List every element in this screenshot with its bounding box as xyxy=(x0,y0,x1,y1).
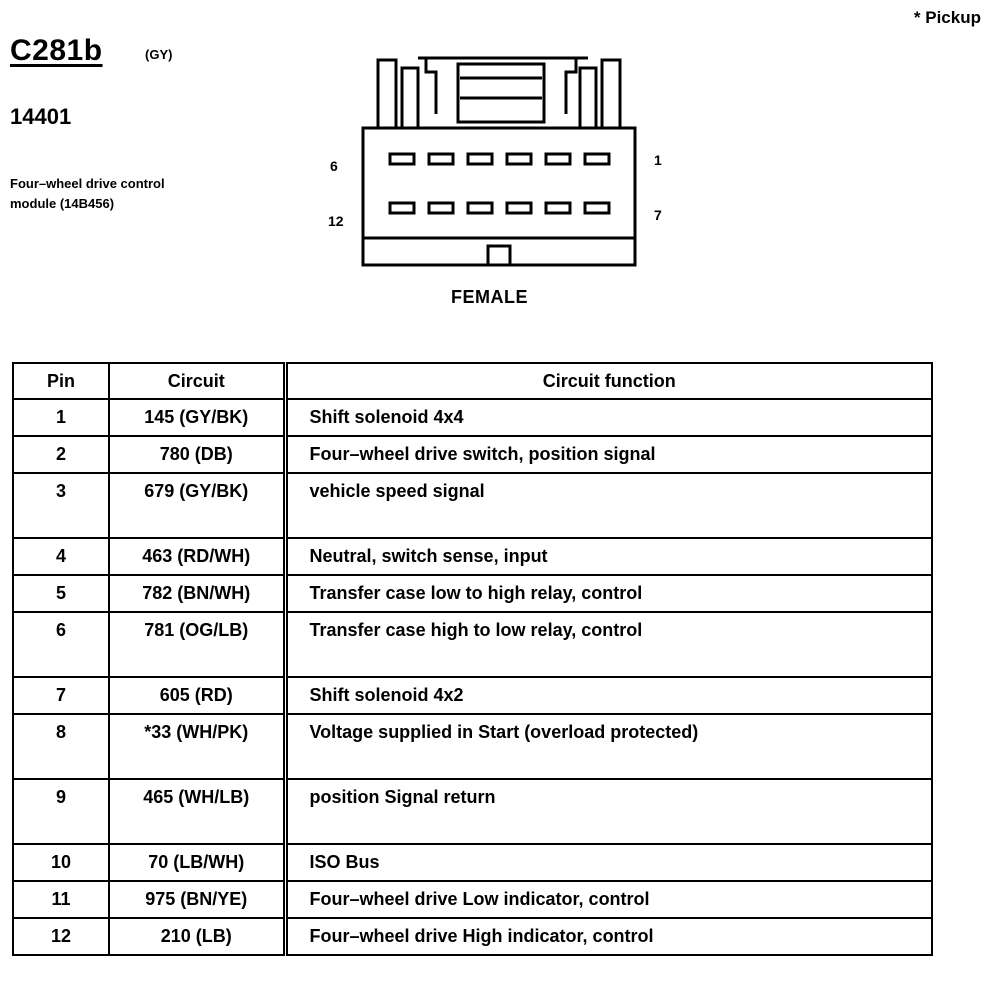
header-circuit: Circuit xyxy=(108,362,288,400)
function-cell: Four–wheel drive High indicator, control xyxy=(284,917,933,956)
pickup-note: * Pickup xyxy=(913,8,981,27)
header-pin: Pin xyxy=(12,362,110,400)
pin-cell: 4 xyxy=(12,537,110,576)
function-cell: Four–wheel drive Low indicator, control xyxy=(284,880,933,919)
circuit-cell: 781 (OG/LB) xyxy=(108,611,288,678)
circuit-cell: 782 (BN/WH) xyxy=(108,574,288,613)
pin-label-7: 7 xyxy=(654,207,662,223)
cavity-row-bottom xyxy=(388,201,611,215)
circuit-cell: 463 (RD/WH) xyxy=(108,537,288,576)
pin-cell: 7 xyxy=(12,676,110,715)
pin-cell: 2 xyxy=(12,435,110,474)
pin-cell: 6 xyxy=(12,611,110,678)
description-line-1: Four–wheel drive control xyxy=(10,176,165,191)
function-cell: vehicle speed signal xyxy=(284,472,933,539)
part-number: 14401 xyxy=(10,104,72,129)
pin-cell: 5 xyxy=(12,574,110,613)
circuit-cell: 210 (LB) xyxy=(108,917,288,956)
pin-cell: 9 xyxy=(12,778,110,845)
circuit-cell: 465 (WH/LB) xyxy=(108,778,288,845)
circuit-cell: 70 (LB/WH) xyxy=(108,843,288,882)
circuit-cell: 780 (DB) xyxy=(108,435,288,474)
function-cell: position Signal return xyxy=(284,778,933,845)
function-cell: Neutral, switch sense, input xyxy=(284,537,933,576)
pin-label-6: 6 xyxy=(330,158,338,174)
pin-label-12: 12 xyxy=(328,213,344,229)
function-cell: Shift solenoid 4x2 xyxy=(284,676,933,715)
pin-cell: 1 xyxy=(12,398,110,437)
description-line-2: module (14B456) xyxy=(10,196,115,211)
header-circuit-function: Circuit function xyxy=(284,362,933,400)
circuit-cell: 975 (BN/YE) xyxy=(108,880,288,919)
function-cell: Shift solenoid 4x4 xyxy=(284,398,933,437)
pin-cell: 3 xyxy=(12,472,110,539)
circuit-cell: 605 (RD) xyxy=(108,676,288,715)
connector-color: (GY) xyxy=(145,47,173,62)
pin-cell: 11 xyxy=(12,880,110,919)
function-cell: Transfer case low to high relay, control xyxy=(284,574,933,613)
function-cell: Voltage supplied in Start (overload prot… xyxy=(284,713,933,780)
table-row: 8*33 (WH/PK)Voltage supplied in Start (o… xyxy=(12,713,933,780)
circuit-cell: 145 (GY/BK) xyxy=(108,398,288,437)
pin-cell: 10 xyxy=(12,843,110,882)
function-cell: Four–wheel drive switch, position signal xyxy=(284,435,933,474)
pin-cell: 12 xyxy=(12,917,110,956)
circuit-cell: 679 (GY/BK) xyxy=(108,472,288,539)
pin-label-1: 1 xyxy=(654,152,662,168)
function-cell: ISO Bus xyxy=(284,843,933,882)
cavity-row-top xyxy=(388,152,611,166)
connector-gender: FEMALE xyxy=(451,287,528,307)
circuit-cell: *33 (WH/PK) xyxy=(108,713,288,780)
connector-description: Four–wheel drive control module (14B456) xyxy=(10,174,250,214)
pin-cell: 8 xyxy=(12,713,110,780)
connector-face-diagram: 6 1 12 7 xyxy=(328,56,662,267)
connector-id: C281b xyxy=(10,34,103,67)
function-cell: Transfer case high to low relay, control xyxy=(284,611,933,678)
